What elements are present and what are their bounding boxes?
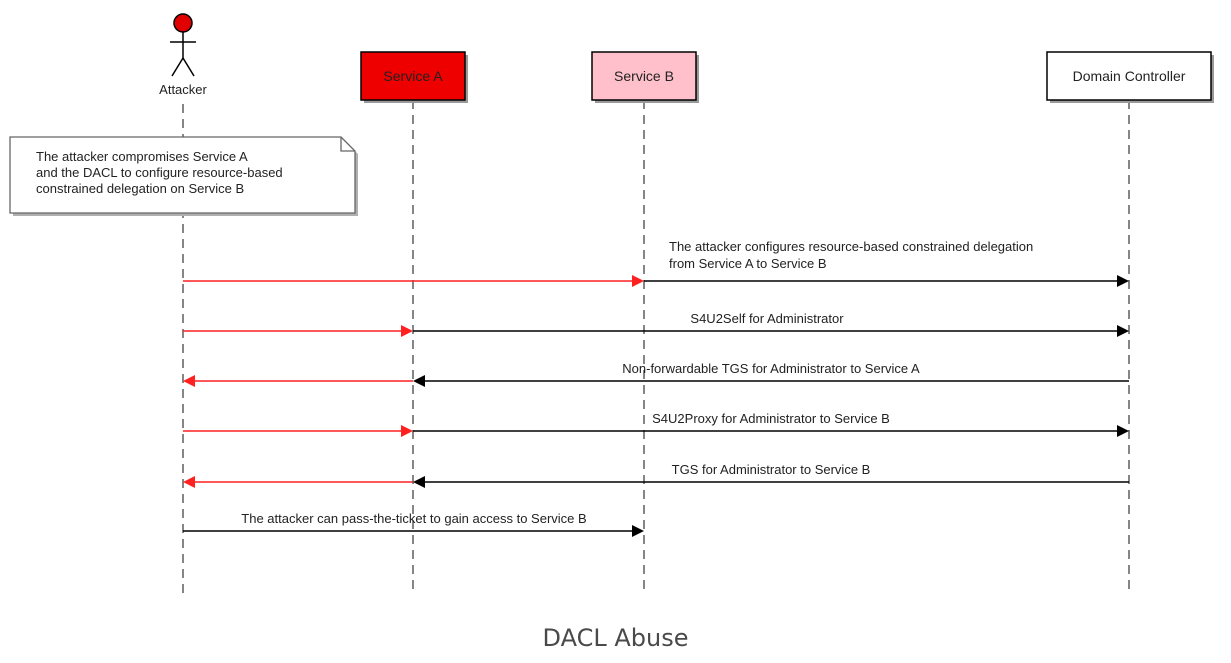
message-arrowhead [632, 275, 644, 287]
message-arrowhead [413, 375, 425, 387]
figure-caption: DACL Abuse [542, 624, 689, 652]
participant-label-service_a: Service A [383, 68, 443, 84]
message-label: Non-forwardable TGS for Administrator to… [622, 361, 920, 376]
message-label: TGS for Administrator to Service B [672, 462, 871, 477]
attacker-actor-head-icon [173, 13, 193, 33]
participant-label-dc: Domain Controller [1073, 68, 1186, 84]
participant-box-dc [1046, 51, 1212, 101]
message-label: The attacker can pass-the-ticket to gain… [241, 511, 586, 526]
message-arrowhead [632, 525, 644, 537]
message-arrowhead [1117, 325, 1129, 337]
note-box [9, 136, 356, 214]
message-arrowhead [413, 476, 425, 488]
message-arrowhead [1117, 425, 1129, 437]
note-text-line: and the DACL to configure resource-based [36, 165, 283, 180]
message-label: from Service A to Service B [669, 256, 827, 271]
message-arrowhead [183, 375, 195, 387]
message-label: S4U2Proxy for Administrator to Service B [652, 411, 890, 426]
message-arrowhead [401, 425, 413, 437]
note-text-line: The attacker compromises Service A [36, 149, 248, 164]
note-text-line: constrained delegation on Service B [36, 181, 244, 196]
sequence-diagram-canvas: Attacker Service A Service B Domain Control… [9, 13, 1214, 594]
participant-label-service_b: Service B [614, 68, 674, 84]
message-arrowhead [183, 476, 195, 488]
message-label: The attacker configures resource-based c… [669, 239, 1033, 254]
message-arrowhead [401, 325, 413, 337]
message-label: S4U2Self for Administrator [690, 311, 844, 326]
participant-box-service_a [360, 51, 466, 101]
participant-label-attacker: Attacker [159, 82, 207, 97]
note-fold [340, 137, 355, 152]
message-arrowhead [1117, 275, 1129, 287]
participant-box-service_b [591, 51, 697, 101]
attacker-actor-leg-right [182, 57, 195, 77]
attacker-actor-leg-left [171, 57, 184, 77]
